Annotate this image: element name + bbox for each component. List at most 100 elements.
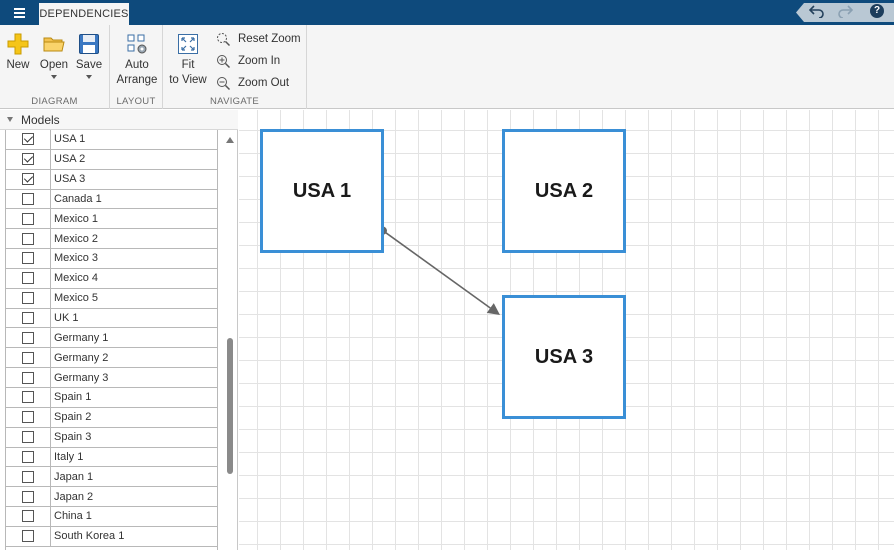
model-list-item[interactable]: Mexico 4 (6, 268, 217, 289)
model-checkbox[interactable] (22, 292, 34, 305)
model-list-item[interactable]: South Korea 1 (6, 526, 217, 547)
model-list-item[interactable]: Canada 1 (6, 189, 217, 210)
model-list-item[interactable]: USA 2 (6, 149, 217, 170)
model-checkbox[interactable] (22, 272, 34, 285)
checkbox-cell (6, 348, 51, 368)
diagram-section: New Open Save DIAGRAM (0, 25, 110, 109)
model-name: Japan 2 (54, 490, 94, 503)
model-checkbox[interactable] (22, 411, 34, 424)
model-checkbox[interactable] (22, 530, 34, 543)
model-name: Germany 2 (54, 351, 109, 364)
layout-section: Auto Arrange LAYOUT (110, 25, 163, 109)
checkbox-cell (6, 487, 51, 507)
model-list-item[interactable]: China 1 (6, 507, 217, 527)
model-checkbox[interactable] (22, 312, 34, 325)
help-icon[interactable]: ? (870, 4, 884, 18)
model-checkbox[interactable] (22, 431, 34, 444)
model-list-item[interactable]: USA 1 (6, 130, 217, 150)
model-checkbox[interactable] (22, 470, 34, 483)
node-usa-1[interactable]: USA 1 (260, 129, 384, 253)
model-list-item[interactable]: Germany 1 (6, 328, 217, 349)
model-checkbox[interactable] (22, 232, 34, 245)
zoom-in-button[interactable]: Zoom In (216, 52, 280, 70)
model-checkbox[interactable] (22, 490, 34, 503)
model-list-item[interactable]: Germany 3 (6, 368, 217, 388)
models-header[interactable]: Models (0, 110, 238, 130)
scroll-up-arrow-icon[interactable] (226, 137, 234, 143)
model-checkbox[interactable] (22, 133, 34, 146)
folder-icon (43, 37, 65, 52)
save-dropdown-icon[interactable] (86, 75, 92, 79)
redo-icon[interactable] (837, 4, 854, 19)
collapse-triangle-icon[interactable] (7, 117, 13, 122)
open-dropdown-icon[interactable] (51, 75, 57, 79)
dependency-edge[interactable] (382, 230, 491, 309)
zoom-out-button[interactable]: Zoom Out (216, 74, 289, 92)
model-name: Japan 1 (54, 470, 94, 483)
checkbox-cell (6, 407, 51, 427)
model-checkbox[interactable] (22, 371, 34, 384)
reset-zoom-icon (217, 32, 231, 46)
checkbox-cell (6, 447, 51, 467)
model-name: Spain 2 (54, 411, 92, 424)
model-list-item[interactable]: Italy 1 (6, 447, 217, 468)
checkbox-cell (6, 526, 51, 546)
model-name: Germany 3 (54, 371, 109, 384)
model-list-item[interactable]: Mexico 3 (6, 249, 217, 269)
model-checkbox[interactable] (22, 212, 34, 225)
model-checkbox[interactable] (22, 173, 34, 186)
model-checkbox[interactable] (22, 391, 34, 404)
model-list-item[interactable]: Germany 2 (6, 348, 217, 369)
model-name: Spain 3 (54, 431, 92, 444)
hamburger-menu-icon[interactable] (6, 3, 32, 22)
model-name: Mexico 4 (54, 272, 99, 285)
node-usa-3[interactable]: USA 3 (502, 295, 626, 419)
tab-dependencies[interactable]: DEPENDENCIES (39, 3, 129, 25)
model-name: Mexico 5 (54, 292, 99, 305)
model-name: Spain 1 (54, 391, 92, 404)
diagram-canvas[interactable]: USA 1 USA 2 USA 3 (239, 110, 894, 550)
model-name: Mexico 1 (54, 212, 99, 225)
model-name: Mexico 3 (54, 252, 99, 265)
layout-section-label: LAYOUT (116, 96, 156, 107)
model-list-item[interactable]: Spain 2 (6, 407, 217, 428)
auto-arrange-icon (127, 34, 147, 54)
model-list-item[interactable]: Mexico 1 (6, 209, 217, 230)
new-button[interactable]: New (4, 33, 32, 73)
model-name: Germany 1 (54, 331, 109, 344)
checkbox-cell (6, 189, 51, 209)
open-button[interactable]: Open (38, 33, 70, 79)
model-list-item[interactable]: Japan 2 (6, 487, 217, 508)
node-usa-2[interactable]: USA 2 (502, 129, 626, 253)
model-checkbox[interactable] (22, 252, 34, 265)
toolstrip: New Open Save DIAGRAM (0, 25, 894, 109)
checkbox-cell (6, 268, 51, 288)
reset-zoom-button[interactable]: Reset Zoom (216, 30, 301, 48)
model-checkbox[interactable] (22, 153, 34, 166)
save-button[interactable]: Save (75, 33, 103, 79)
auto-arrange-button[interactable]: Auto Arrange (114, 33, 160, 88)
floppy-disk-icon (79, 34, 99, 54)
checkbox-cell (6, 169, 51, 189)
model-name: China 1 (54, 510, 92, 523)
undo-icon[interactable] (808, 4, 825, 19)
model-checkbox[interactable] (22, 351, 34, 364)
model-list-item[interactable]: Mexico 5 (6, 288, 217, 309)
model-checkbox[interactable] (22, 192, 34, 205)
checkbox-cell (6, 249, 51, 268)
checkbox-cell (6, 308, 51, 328)
model-name: USA 1 (54, 133, 86, 146)
model-list-item[interactable]: UK 1 (6, 308, 217, 329)
model-list-item[interactable]: Mexico 2 (6, 229, 217, 250)
fit-to-view-button[interactable]: Fit to View (166, 33, 210, 88)
model-checkbox[interactable] (22, 510, 34, 523)
model-checkbox[interactable] (22, 450, 34, 463)
model-list-item[interactable]: Spain 1 (6, 387, 217, 408)
model-checkbox[interactable] (22, 331, 34, 344)
checkbox-cell (6, 387, 51, 407)
model-list-item[interactable]: Spain 3 (6, 427, 217, 448)
model-list-item[interactable]: USA 3 (6, 169, 217, 190)
scrollbar-thumb[interactable] (227, 338, 233, 474)
model-list-item[interactable]: Japan 1 (6, 467, 217, 488)
